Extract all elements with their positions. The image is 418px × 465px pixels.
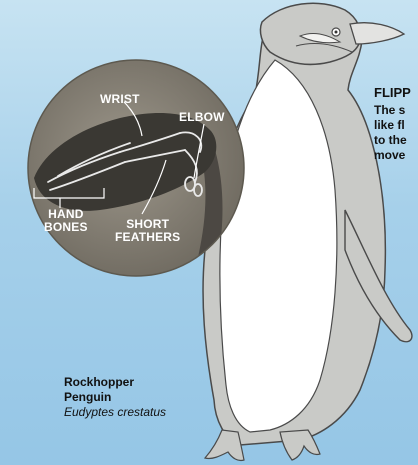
label-hand-bones-line2: BONES: [44, 220, 88, 234]
label-short-feathers: SHORT FEATHERS: [115, 218, 180, 244]
label-wrist: WRIST: [100, 93, 140, 106]
label-short-feathers-line1: SHORT: [126, 217, 169, 231]
penguin-beak: [350, 23, 404, 44]
penguin-left-foot: [205, 430, 244, 461]
species-caption: Rockhopper Penguin Eudyptes crestatus: [64, 375, 166, 420]
flipper-text-line-4: move: [374, 148, 405, 163]
flipper-heading: FLIPP: [374, 85, 411, 100]
label-hand-bones-line1: HAND: [48, 207, 83, 221]
label-short-feathers-line2: FEATHERS: [115, 230, 180, 244]
scientific-name: Eudyptes crestatus: [64, 405, 166, 420]
flipper-text-line-3: to the: [374, 133, 407, 148]
label-elbow: ELBOW: [179, 111, 225, 124]
flipper-text-line-1: The s: [374, 103, 405, 118]
flipper-text-line-2: like fl: [374, 118, 405, 133]
common-name-line1: Rockhopper: [64, 375, 166, 390]
common-name-line2: Penguin: [64, 390, 166, 405]
label-hand-bones: HAND BONES: [44, 208, 88, 234]
penguin-belly: [220, 60, 337, 432]
